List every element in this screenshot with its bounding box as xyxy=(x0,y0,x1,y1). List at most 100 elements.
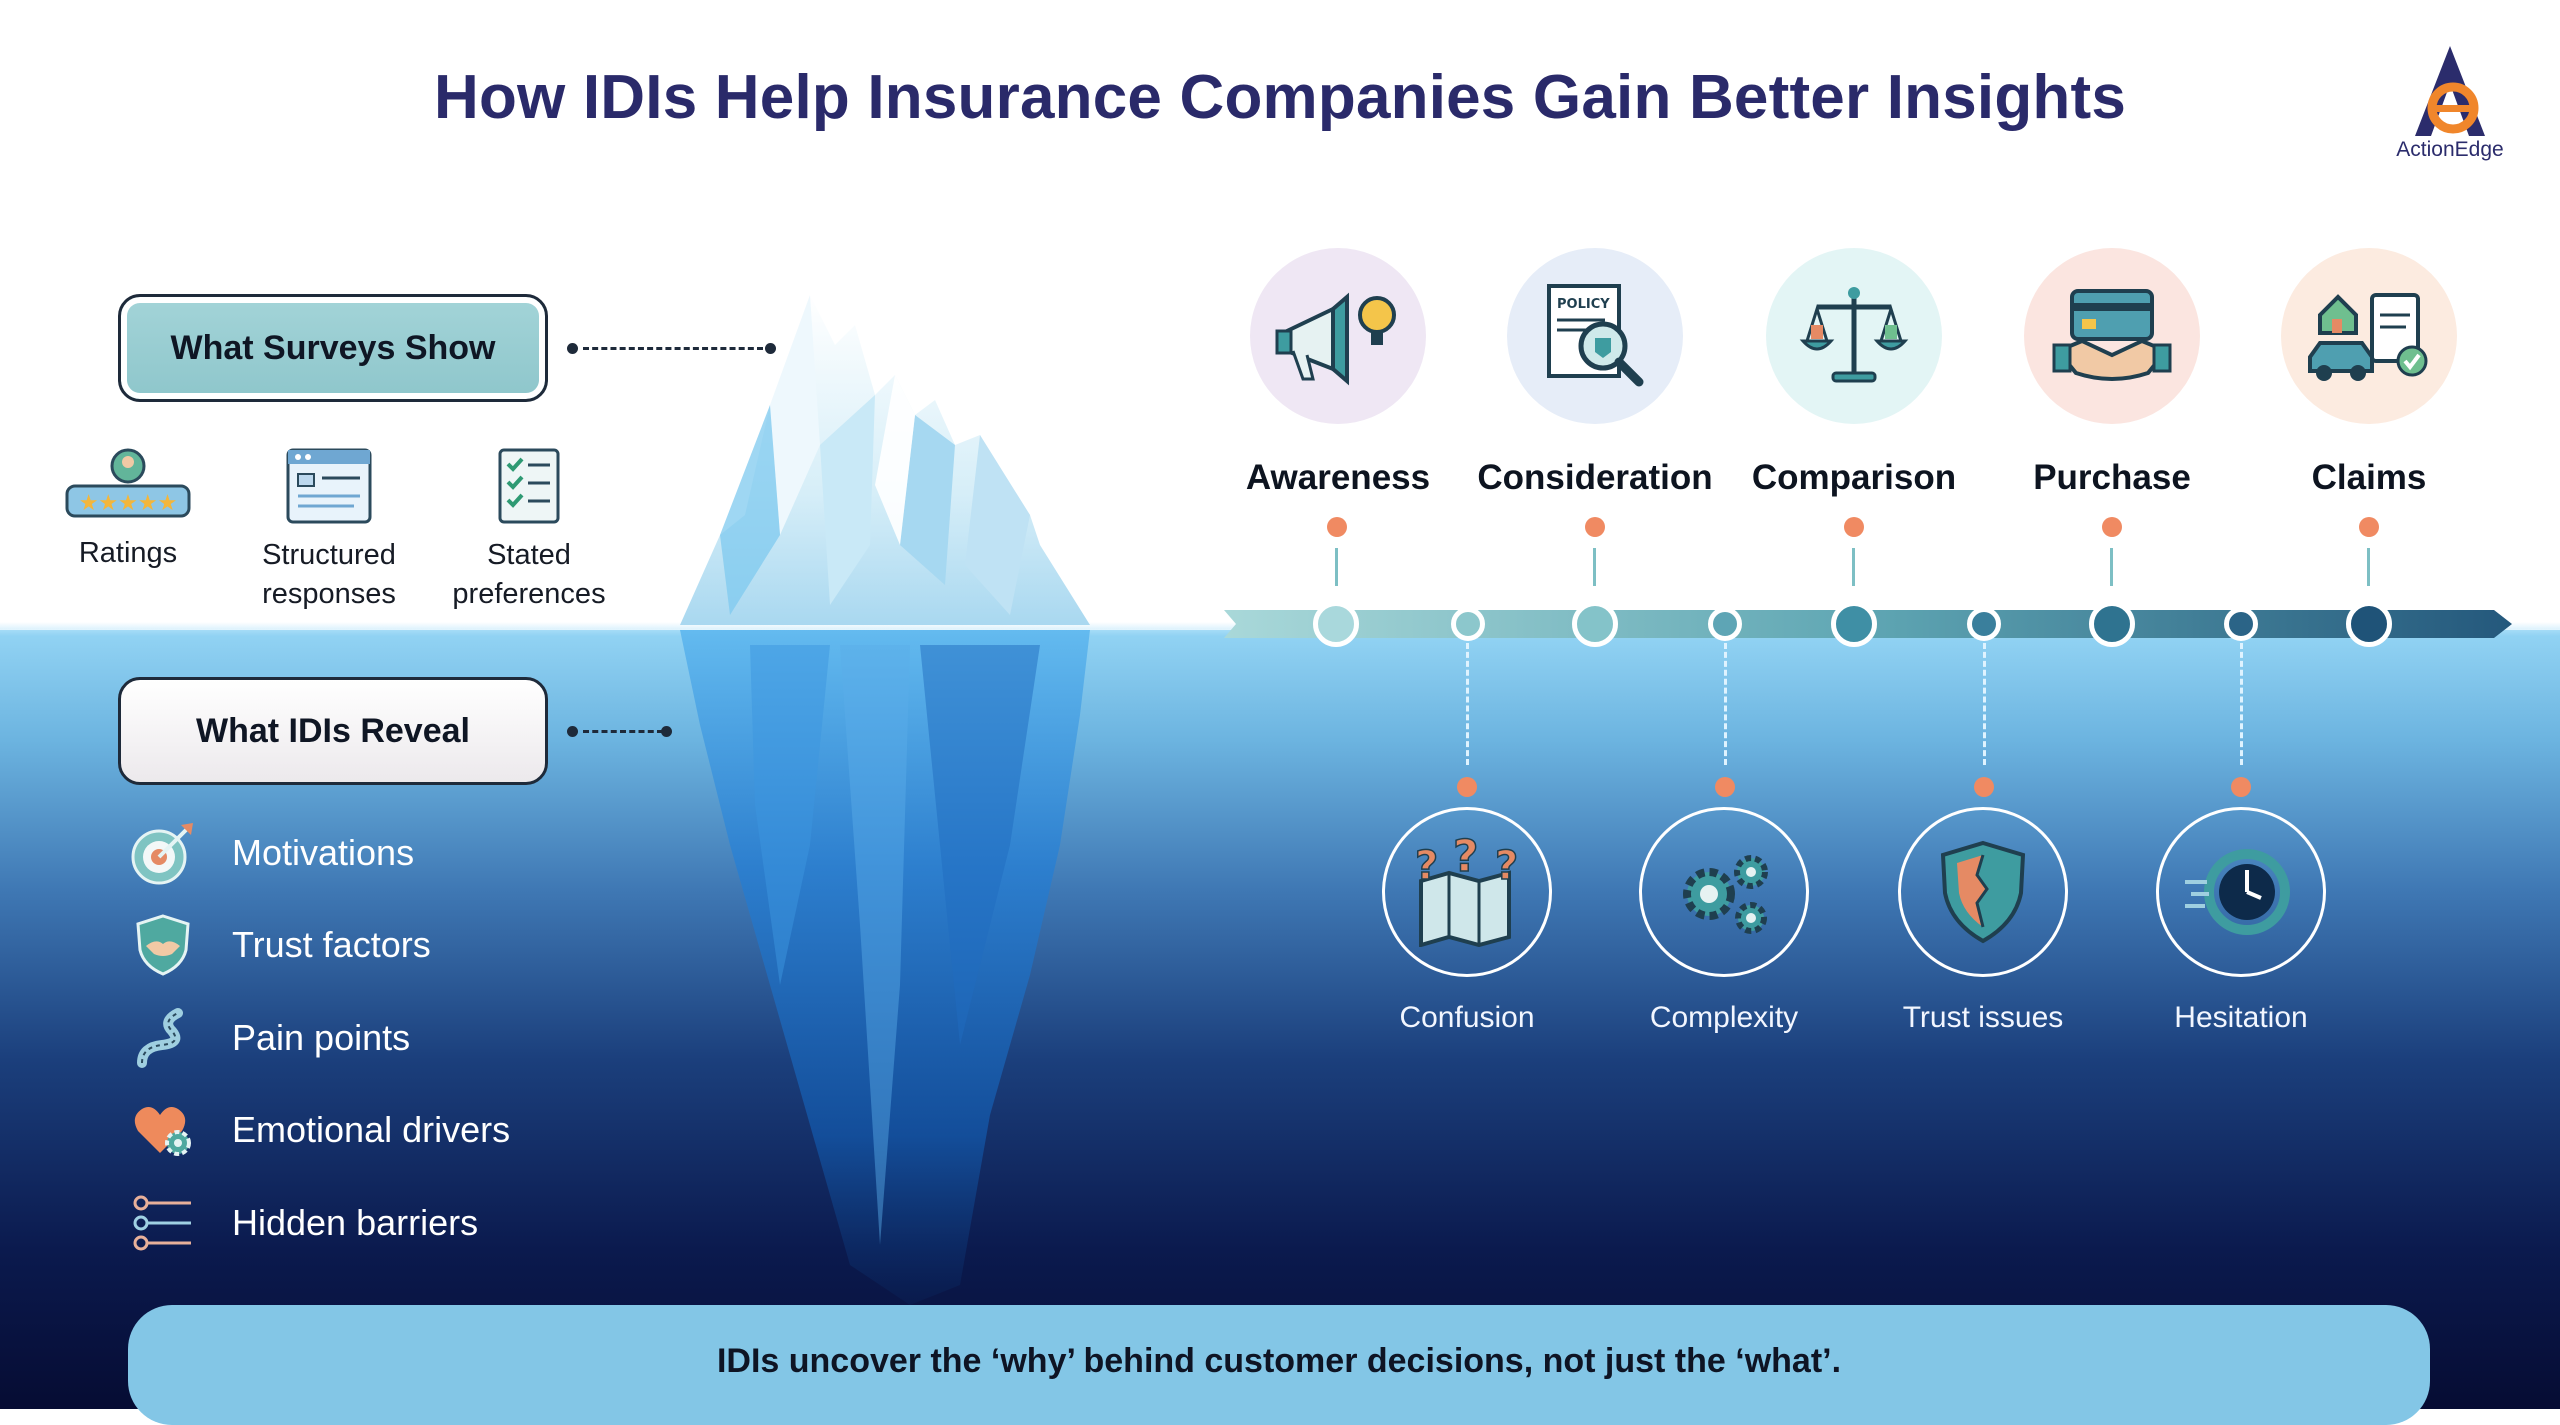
idis-connector xyxy=(583,730,663,733)
star-rating-icon: ★★★★★ xyxy=(65,448,191,518)
reveal-item-label: Motivations xyxy=(232,832,415,873)
stage-label: Comparison xyxy=(1751,458,1957,497)
stage-connector-line xyxy=(1593,548,1596,586)
reveal-item-trust-factors: Trust factors xyxy=(128,910,431,980)
barrier-connector-dot xyxy=(1457,777,1477,797)
stage-claims: Claims xyxy=(2239,248,2499,498)
svg-text:POLICY: POLICY xyxy=(1557,297,1610,312)
barrier-connector-dot xyxy=(2231,777,2251,797)
survey-item-line2: preferences xyxy=(452,578,606,610)
reveal-item-pain-points: Pain points xyxy=(128,1003,410,1073)
barrier-connector-dot xyxy=(1974,777,1994,797)
barrier-connector-line xyxy=(1983,643,1986,765)
card-handshake-icon xyxy=(2052,289,2172,381)
barrier-connector-dot xyxy=(1715,777,1735,797)
barrier-connector-line xyxy=(1466,643,1469,765)
stage-purchase: Purchase xyxy=(1982,248,2242,498)
survey-item-ratings: ★★★★★ Ratings xyxy=(33,448,223,573)
stage-label: Claims xyxy=(2311,458,2427,497)
barrier-complexity: Complexity xyxy=(1594,807,1854,1035)
idis-connector-dot-end xyxy=(661,726,672,737)
stage-connector-dot xyxy=(2102,517,2122,537)
barrier-label: Confusion xyxy=(1399,1001,1535,1034)
survey-item-stated-preferences: Stated preferences xyxy=(434,446,624,614)
barrier-connector-line xyxy=(1724,643,1727,765)
heart-gear-icon xyxy=(134,1107,191,1156)
target-arrow-icon xyxy=(131,823,193,885)
stage-label: Purchase xyxy=(2033,458,2191,497)
stage-connector-dot xyxy=(1585,517,1605,537)
stage-node-awareness xyxy=(1313,601,1359,647)
stage-node-claims xyxy=(2346,601,2392,647)
logo-text: ActionEdge xyxy=(2396,138,2504,161)
barrier-node-confusion xyxy=(1451,607,1485,641)
actionedge-logo-icon xyxy=(2415,46,2485,136)
surveys-connector xyxy=(583,347,763,350)
page-title: How IDIs Help Insurance Companies Gain B… xyxy=(433,63,2127,132)
svg-text:?: ? xyxy=(1453,837,1479,882)
idis-label-box: What IDIs Reveal xyxy=(118,677,548,785)
barrier-node-trust-issues xyxy=(1967,607,2001,641)
stage-connector-line xyxy=(1852,548,1855,586)
stage-consideration: POLICY Consideration xyxy=(1465,248,1725,498)
reveal-item-label: Pain points xyxy=(232,1017,411,1058)
stage-connector-line xyxy=(2110,548,2113,586)
survey-item-line1: Ratings xyxy=(78,537,178,569)
house-car-claim-icon xyxy=(2308,293,2428,381)
stage-label: Awareness xyxy=(1245,458,1431,497)
barrier-node-hesitation xyxy=(2224,607,2258,641)
footer-banner: IDIs uncover the ‘why’ behind customer d… xyxy=(128,1305,2430,1425)
stage-connector-dot xyxy=(2359,517,2379,537)
stage-connector-line xyxy=(1335,548,1338,586)
logo: ActionEdge xyxy=(2385,42,2515,172)
idis-connector-dot-start xyxy=(567,726,578,737)
megaphone-bulb-icon xyxy=(1275,292,1396,386)
keys-icon xyxy=(133,1195,191,1251)
barrier-confusion: ? ? ? Confusion xyxy=(1337,807,1597,1035)
barrier-node-complexity xyxy=(1708,607,1742,641)
reveal-item-label: Emotional drivers xyxy=(232,1109,511,1150)
surveys-label-box: What Surveys Show xyxy=(118,294,548,402)
footer-text: IDIs uncover the ‘why’ behind customer d… xyxy=(716,1342,1842,1380)
barrier-label: Trust issues xyxy=(1902,1001,2064,1034)
barrier-connector-line xyxy=(2240,643,2243,765)
surveys-label: What Surveys Show xyxy=(170,328,496,367)
reveal-item-motivations: Motivations xyxy=(128,818,414,888)
stage-awareness: Awareness xyxy=(1208,248,1468,498)
question-map-icon: ? ? ? xyxy=(1414,837,1519,947)
stage-connector-dot xyxy=(1844,517,1864,537)
policy-magnifier-icon: POLICY xyxy=(1547,284,1644,387)
svg-text:★★★★★: ★★★★★ xyxy=(79,491,178,516)
iceberg-illustration xyxy=(680,295,1090,1305)
stage-connector-line xyxy=(2367,548,2370,586)
svg-text:?: ? xyxy=(1415,843,1438,889)
reveal-item-label: Trust factors xyxy=(232,924,431,965)
stage-node-comparison xyxy=(1831,601,1877,647)
stage-node-purchase xyxy=(2089,601,2135,647)
barrier-label: Complexity xyxy=(1649,1001,1799,1034)
idis-label: What IDIs Reveal xyxy=(196,711,470,750)
checklist-icon xyxy=(498,448,560,524)
clock-motion-icon xyxy=(2185,849,2290,935)
barrier-hesitation: Hesitation xyxy=(2111,807,2371,1035)
reveal-item-emotional-drivers: Emotional drivers xyxy=(128,1095,510,1165)
barrier-label: Hesitation xyxy=(2174,1001,2308,1034)
surveys-connector-dot-start xyxy=(567,343,578,354)
reveal-item-label: Hidden barriers xyxy=(232,1202,479,1243)
handshake-shield-icon xyxy=(136,914,190,976)
stage-connector-dot xyxy=(1327,517,1347,537)
stage-label: Consideration xyxy=(1477,458,1713,497)
stage-comparison: Comparison xyxy=(1724,248,1984,498)
form-window-icon xyxy=(286,448,372,524)
surveys-connector-dot-end xyxy=(765,343,776,354)
svg-text:?: ? xyxy=(1495,843,1518,889)
gears-icon xyxy=(1683,855,1768,934)
survey-item-structured-responses: Structured responses xyxy=(234,446,424,614)
survey-item-line1: Stated xyxy=(487,539,571,571)
broken-shield-icon xyxy=(1940,840,2026,944)
survey-item-line1: Structured xyxy=(262,539,396,571)
stage-node-consideration xyxy=(1572,601,1618,647)
barrier-trust-issues: Trust issues xyxy=(1853,807,2113,1035)
reveal-item-hidden-barriers: Hidden barriers xyxy=(128,1188,478,1258)
balance-scale-icon xyxy=(1799,287,1909,383)
